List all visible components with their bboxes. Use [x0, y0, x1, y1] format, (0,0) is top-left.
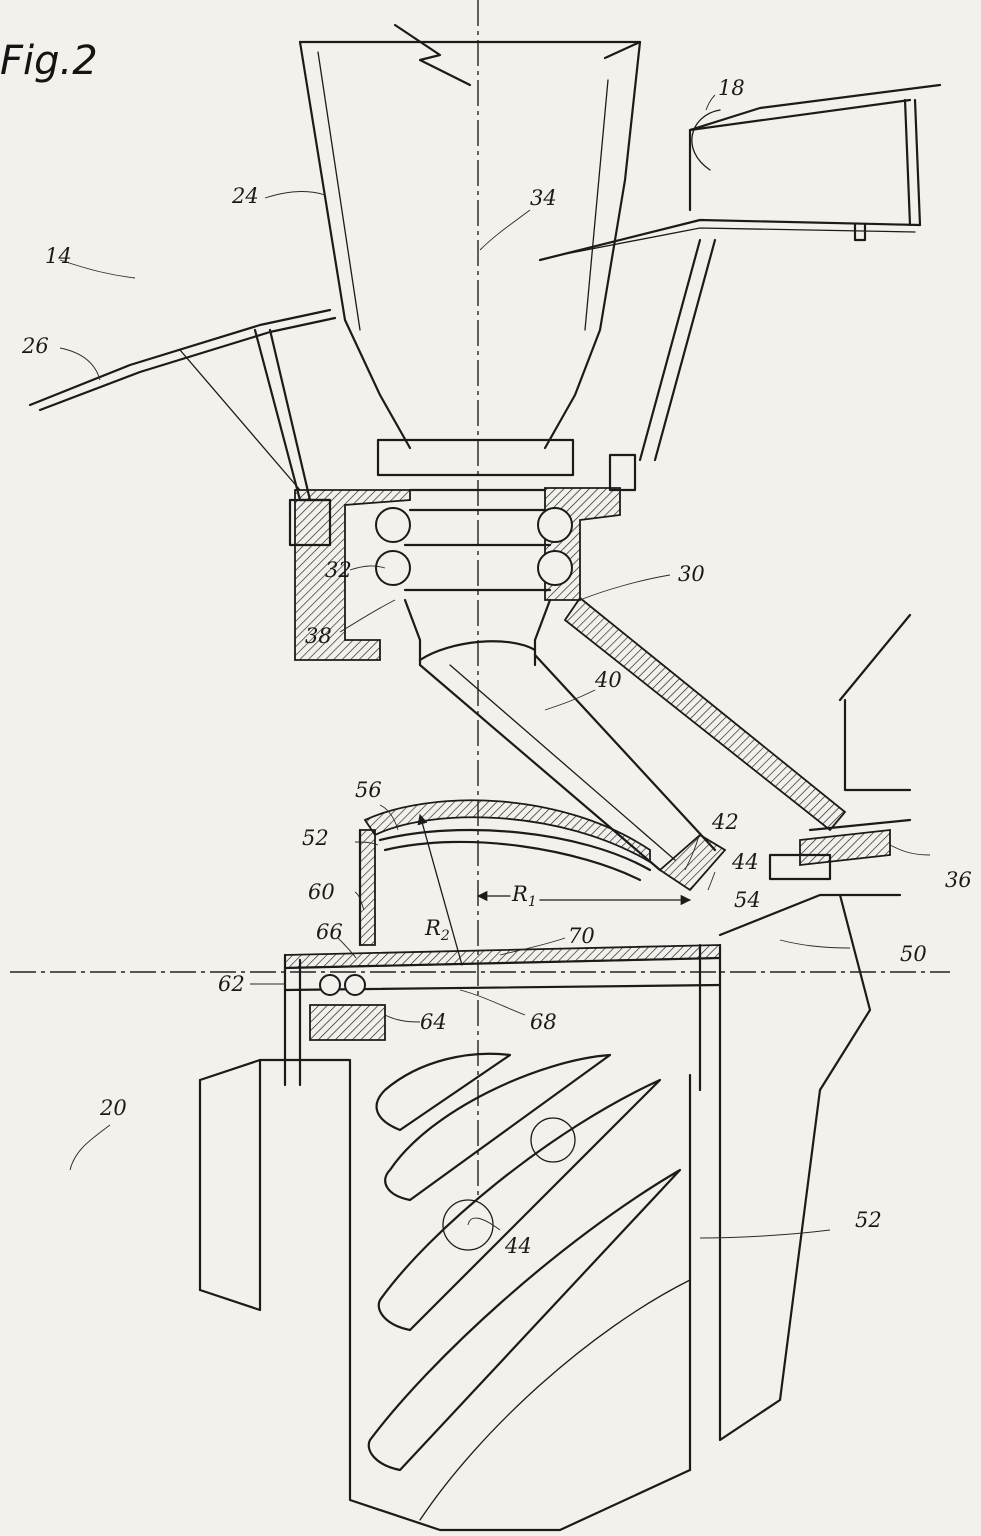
label-r1-subscript: 1 — [527, 894, 537, 911]
label-52-upper: 52 — [302, 826, 329, 850]
label-30: 30 — [678, 562, 705, 586]
label-r1-letter: R — [512, 882, 528, 906]
label-52-lower: 52 — [855, 1208, 882, 1232]
label-70: 70 — [568, 924, 595, 948]
bearing-ball-62 — [344, 974, 366, 996]
label-r1: R1 — [512, 882, 537, 911]
label-62: 62 — [218, 972, 245, 996]
bearing-ball — [375, 550, 411, 586]
label-66: 66 — [316, 920, 343, 944]
rotor-casing — [358, 799, 652, 947]
label-24: 24 — [232, 184, 259, 208]
label-54: 54 — [734, 888, 761, 912]
label-56: 56 — [355, 778, 382, 802]
bearing-ball-62 — [319, 974, 341, 996]
label-50: 50 — [900, 942, 927, 966]
leader-lines — [59, 94, 931, 1239]
shroud-26 — [28, 308, 337, 502]
label-32: 32 — [325, 558, 352, 582]
nozzle-opening-44 — [530, 1117, 576, 1163]
duct-24 — [298, 23, 642, 450]
label-40: 40 — [595, 668, 622, 692]
label-r2-letter: R — [425, 916, 441, 940]
mounting-36 — [718, 613, 912, 1092]
label-44-lower: 44 — [505, 1234, 532, 1258]
label-r2: R2 — [425, 916, 450, 945]
label-44-upper: 44 — [732, 850, 759, 874]
radius-indicators — [417, 813, 692, 966]
shaft-68 — [283, 943, 722, 1092]
bearing-ball — [537, 507, 573, 543]
conduit-40 — [418, 653, 727, 892]
housing-18 — [538, 83, 942, 262]
label-64: 64 — [420, 1010, 447, 1034]
label-60: 60 — [308, 880, 335, 904]
radius-arrow-r2 — [417, 813, 463, 966]
strut-30 — [563, 238, 847, 832]
label-36: 36 — [945, 868, 972, 892]
bearing-ball — [375, 507, 411, 543]
bearing-assembly-32 — [288, 438, 637, 667]
label-26: 26 — [22, 334, 49, 358]
bearing-ball — [537, 550, 573, 586]
label-14: 14 — [45, 244, 72, 268]
figure-title: Fig.2 — [0, 38, 98, 84]
label-34: 34 — [530, 186, 557, 210]
label-20: 20 — [100, 1096, 127, 1120]
label-18: 18 — [718, 76, 745, 100]
label-42: 42 — [712, 810, 739, 834]
label-38: 38 — [305, 624, 332, 648]
label-r2-subscript: 2 — [440, 928, 450, 945]
helical-rotor — [198, 1052, 822, 1532]
label-68: 68 — [530, 1010, 557, 1034]
